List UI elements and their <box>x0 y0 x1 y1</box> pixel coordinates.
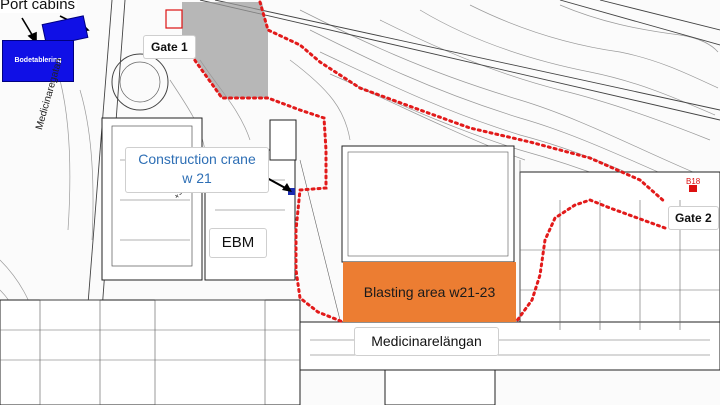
port-cabin-label: Bodetablering <box>2 40 74 82</box>
construction-crane-label: Construction crane <box>138 151 256 167</box>
building-details <box>0 159 720 361</box>
gate-1-marker <box>165 9 183 29</box>
ebm-label: EBM <box>210 229 266 257</box>
port-cabins-label: Port cabins <box>0 0 78 13</box>
blasting-area-label: Blasting area w21-23 <box>343 262 516 322</box>
gate-1-label: Gate 1 <box>144 36 195 58</box>
roundabout <box>111 53 169 111</box>
fence-lines <box>180 0 667 324</box>
sign-marker <box>689 185 697 192</box>
medicinarelangan-label: Medicinarelängan <box>355 328 498 355</box>
crane-week-label: w 21 <box>182 170 212 186</box>
construction-crane-callout: Construction crane w 21 <box>126 148 268 192</box>
gate-2-label: Gate 2 <box>669 207 718 229</box>
restricted-zone <box>182 2 268 98</box>
sign-code-label: B18 <box>686 177 701 186</box>
